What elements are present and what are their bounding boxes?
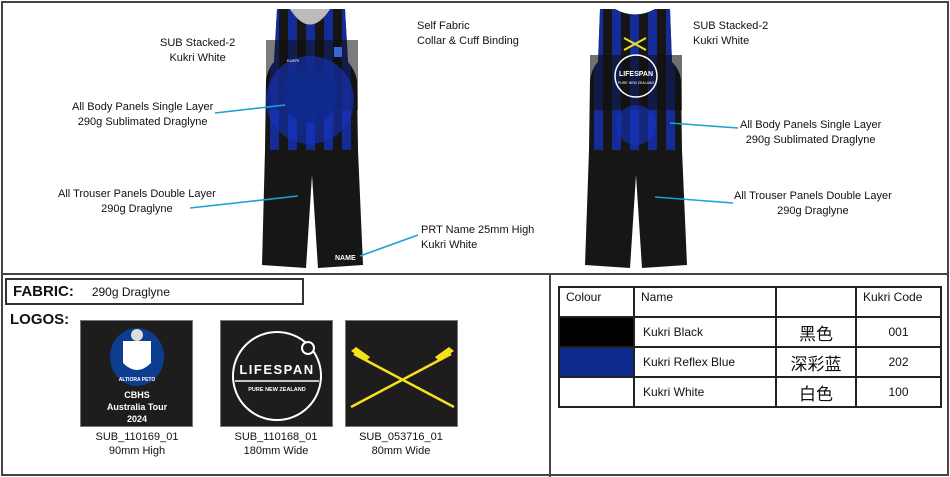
colour-code: 202 bbox=[855, 346, 942, 378]
header-chinese bbox=[775, 286, 857, 318]
colour-name: Kukri White bbox=[633, 376, 777, 408]
table-header: Colour Name Kukri Code bbox=[558, 286, 942, 318]
svg-text:KUKRI: KUKRI bbox=[287, 58, 299, 63]
colour-chinese-name: 深彩蓝 bbox=[775, 346, 857, 378]
back-logo-text: LIFESPAN bbox=[619, 71, 653, 78]
garment-illustrations: KUKRI NAME LIFESPAN PURE NEW ZEALAND bbox=[189, 9, 739, 268]
table-row: Kukri White 白色 100 bbox=[558, 376, 942, 408]
table-row: Kukri Reflex Blue 深彩蓝 202 bbox=[558, 346, 942, 378]
crossed-oars-logo bbox=[345, 320, 458, 427]
cbhs-logo: ALTIORA PETO CBHS Australia Tour 2024 bbox=[80, 320, 193, 427]
divider bbox=[1, 273, 949, 275]
header-name: Name bbox=[633, 286, 777, 318]
svg-text:LIFESPAN: LIFESPAN bbox=[239, 362, 314, 377]
colour-swatch bbox=[558, 346, 635, 378]
colour-name: Kukri Reflex Blue bbox=[633, 346, 777, 378]
colour-name: Kukri Black bbox=[633, 316, 777, 348]
divider bbox=[549, 273, 551, 477]
fabric-value: 290g Draglyne bbox=[91, 284, 170, 299]
fabric-box: FABRIC: 290g Draglyne bbox=[5, 278, 304, 305]
svg-text:CBHS: CBHS bbox=[124, 390, 150, 400]
name-print: NAME bbox=[335, 255, 356, 262]
back-suit: LIFESPAN PURE NEW ZEALAND bbox=[585, 9, 687, 268]
header-code: Kukri Code bbox=[855, 286, 942, 318]
front-suit: KUKRI NAME bbox=[262, 9, 363, 268]
colour-table: Colour Name Kukri Code Kukri Black 黑色 00… bbox=[558, 286, 942, 408]
colour-swatch bbox=[558, 316, 635, 348]
svg-text:2024: 2024 bbox=[127, 414, 147, 424]
back-logo-subtext: PURE NEW ZEALAND bbox=[618, 81, 654, 85]
colour-swatch bbox=[558, 376, 635, 408]
svg-text:ALTIORA PETO: ALTIORA PETO bbox=[119, 377, 156, 383]
colour-chinese-name: 白色 bbox=[775, 376, 857, 408]
colour-code: 100 bbox=[855, 376, 942, 408]
colour-chinese-name: 黑色 bbox=[775, 316, 857, 348]
table-row: Kukri Black 黑色 001 bbox=[558, 316, 942, 348]
lifespan-logo: LIFESPAN PURE NEW ZEALAND bbox=[220, 320, 333, 427]
logos-heading: LOGOS: bbox=[10, 311, 70, 328]
colour-code: 001 bbox=[855, 316, 942, 348]
fabric-label: FABRIC: bbox=[13, 283, 74, 300]
header-colour: Colour bbox=[558, 286, 635, 318]
svg-text:PURE NEW ZEALAND: PURE NEW ZEALAND bbox=[248, 387, 305, 393]
callout-lines bbox=[189, 104, 739, 257]
svg-text:Australia Tour: Australia Tour bbox=[107, 402, 168, 412]
